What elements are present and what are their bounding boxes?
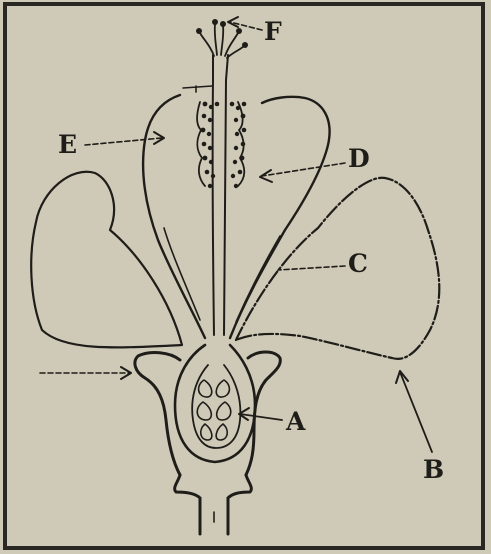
- label-b: B: [423, 455, 444, 484]
- label-c: C: [348, 249, 368, 278]
- label-e: E: [58, 130, 77, 159]
- label-a: A: [285, 407, 306, 436]
- label-f: F: [264, 17, 282, 46]
- label-d: D: [348, 144, 370, 173]
